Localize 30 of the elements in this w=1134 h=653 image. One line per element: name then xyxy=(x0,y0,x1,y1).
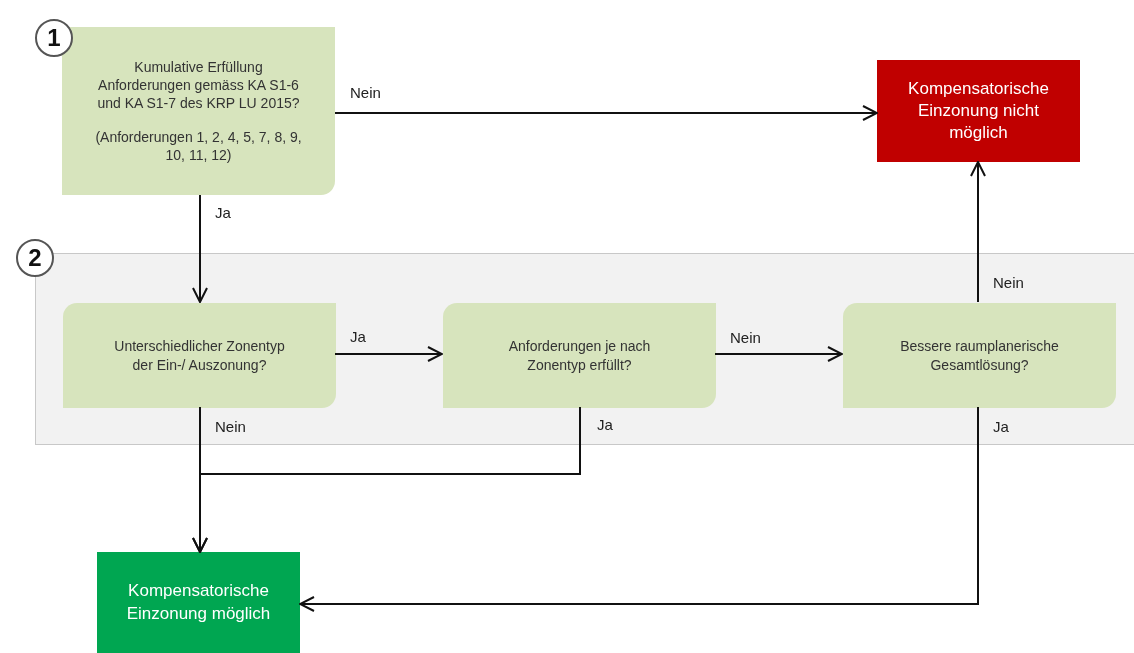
arrow xyxy=(714,346,843,362)
callout-number: 1 xyxy=(35,19,73,57)
node-text: Kompensatorische Einzonung nicht möglich xyxy=(907,77,1050,145)
node-text: Kumulative Erfüllung Anforderungen gemäss KA S1-6 und KA S1-7 des KRP LU 2015? xyxy=(96,57,301,113)
decision-box xyxy=(62,27,335,195)
edge-label: Ja xyxy=(993,418,1009,435)
node-text: Unterschiedlicher Zonentyp der Ein-/ Auszonung? xyxy=(113,337,286,374)
callout-number: 2 xyxy=(16,239,54,277)
edge-label: Nein xyxy=(993,274,1024,291)
arrow xyxy=(334,105,878,121)
node-text: Bessere raumplanerische Gesamtlösung? xyxy=(899,337,1060,374)
edge-label: Nein xyxy=(215,418,246,435)
decision-box xyxy=(443,303,716,408)
result-box xyxy=(877,60,1080,162)
edge-label: Ja xyxy=(597,416,613,433)
arrow xyxy=(192,194,208,303)
edge-label: Nein xyxy=(730,329,761,346)
arrow xyxy=(334,346,443,362)
node-text: Anforderungen je nach Zonentyp erfüllt? xyxy=(507,337,652,374)
node-text: (Anforderungen 1, 2, 4, 5, 7, 8, 9, 10, 11, 12) xyxy=(94,128,303,165)
arrow xyxy=(970,161,986,303)
decision-box xyxy=(63,303,336,408)
arrow xyxy=(299,406,979,612)
edge-label: Ja xyxy=(350,328,366,345)
edge-label: Nein xyxy=(350,84,381,101)
result-box xyxy=(97,552,300,653)
decision-box xyxy=(843,303,1116,408)
node-text: Kompensatorische Einzonung möglich xyxy=(125,580,272,625)
arrow xyxy=(192,406,581,553)
edge-label: Ja xyxy=(215,204,231,221)
